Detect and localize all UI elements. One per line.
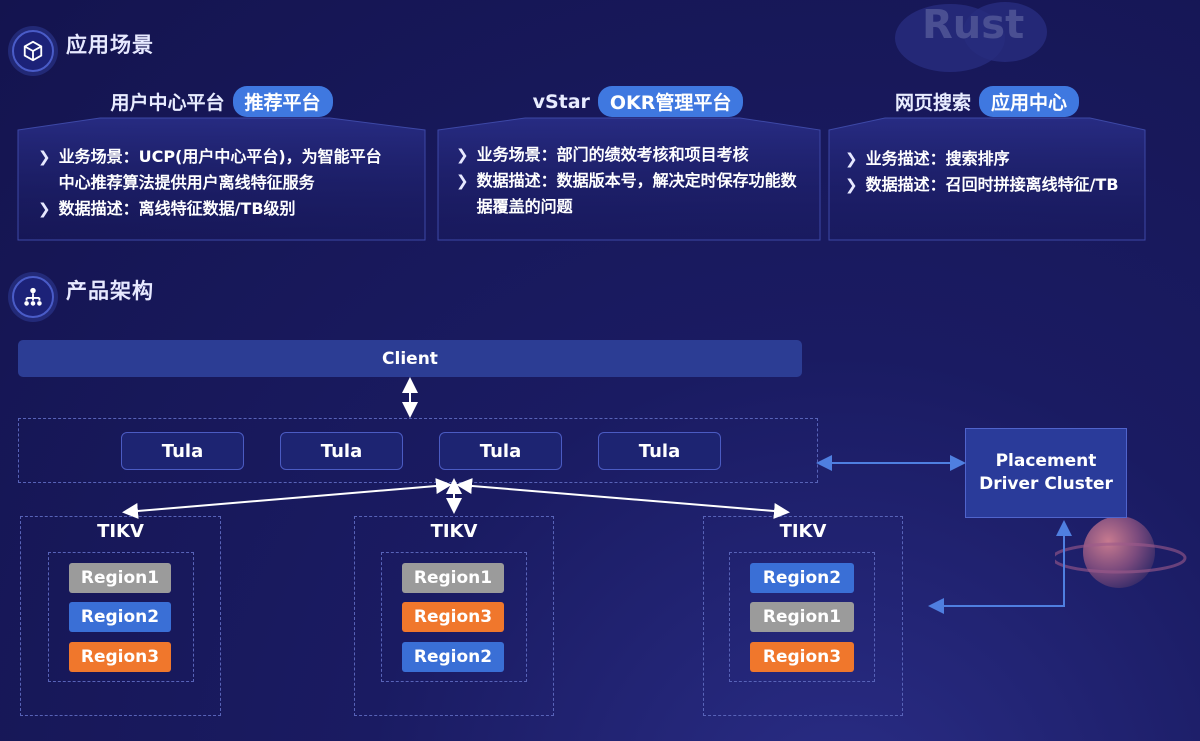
architecture-title: 产品架构 bbox=[66, 279, 154, 303]
card-3-bullet-2: ❯数据描述：召回时拼接离线特征/TB bbox=[845, 172, 1130, 198]
card-2-header: vStar OKR管理平台 bbox=[438, 86, 838, 117]
card-2-bullet-1: ❯业务场景：部门的绩效考核和项目考核 bbox=[456, 142, 801, 168]
card-1-pill: 推荐平台 bbox=[232, 86, 333, 117]
tula-node-4: Tula bbox=[598, 432, 721, 470]
chevron-right-icon: ❯ bbox=[845, 150, 858, 168]
chevron-right-icon: ❯ bbox=[456, 146, 469, 164]
tikv-1-title: TIKV bbox=[97, 521, 144, 542]
hierarchy-icon bbox=[24, 287, 42, 306]
card-3-title: 网页搜索 bbox=[894, 92, 971, 114]
cube-icon bbox=[23, 40, 43, 62]
tula-node-3: Tula bbox=[439, 432, 562, 470]
card-1-bullet-2: ❯数据描述：离线特征数据/TB级别 bbox=[38, 196, 388, 222]
chevron-right-icon: ❯ bbox=[38, 148, 51, 166]
tikv-3-region-3: Region3 bbox=[750, 642, 854, 672]
architecture-section-icon bbox=[12, 276, 54, 318]
planet-decoration bbox=[1051, 510, 1195, 600]
tikv-2-region-group bbox=[381, 552, 527, 682]
tula-tikv1-arrow bbox=[122, 478, 452, 519]
card-1-body: ❯业务场景：UCP(用户中心平台)，为智能平台中心推荐算法提供用户离线特征服务 … bbox=[38, 144, 388, 222]
card-1-title: 用户中心平台 bbox=[110, 92, 225, 114]
card-2-pill: OKR管理平台 bbox=[597, 86, 744, 117]
tula-tikv3-arrow bbox=[456, 478, 790, 519]
tikv-1-region-3: Region3 bbox=[69, 642, 171, 672]
cards-frame bbox=[17, 117, 1146, 241]
cloud-icon bbox=[895, 2, 1047, 72]
tikv-box-2 bbox=[354, 516, 554, 716]
chevron-right-icon: ❯ bbox=[456, 172, 469, 190]
planet-icon bbox=[1051, 516, 1187, 588]
placement-driver-box: Placement Driver Cluster bbox=[965, 428, 1127, 518]
tikv-2-region-1: Region1 bbox=[402, 563, 504, 593]
scenarios-title: 应用场景 bbox=[66, 33, 154, 57]
tula-node-1: Tula bbox=[121, 432, 244, 470]
tikv-2-region-3: Region2 bbox=[402, 642, 504, 672]
chevron-right-icon: ❯ bbox=[38, 200, 51, 218]
card-3-body: ❯业务描述：搜索排序 ❯数据描述：召回时拼接离线特征/TB bbox=[845, 146, 1130, 198]
tikv-1-region-group bbox=[48, 552, 194, 682]
card-2-body: ❯业务场景：部门的绩效考核和项目考核 ❯数据描述：数据版本号，解决定时保存功能数… bbox=[456, 142, 801, 220]
tikv-box-3 bbox=[703, 516, 903, 716]
tikv-1-region-1: Region1 bbox=[69, 563, 171, 593]
tikv-1-region-2: Region2 bbox=[69, 602, 171, 632]
tikv-3-region-group bbox=[729, 552, 875, 682]
card-1-header: 用户中心平台 推荐平台 bbox=[18, 86, 425, 117]
card-3-bullet-1: ❯业务描述：搜索排序 bbox=[845, 146, 1130, 172]
pd-tikv3-arrow bbox=[928, 520, 1072, 614]
tikv-2-title: TIKV bbox=[430, 521, 478, 542]
chevron-right-icon: ❯ bbox=[845, 176, 858, 194]
tikv-2-region-2: Region3 bbox=[402, 602, 504, 632]
scenarios-section-icon bbox=[12, 30, 54, 72]
card-2-title: vStar bbox=[532, 90, 590, 113]
pd-label-line1: Placement bbox=[995, 451, 1097, 471]
card-3-pill: 应用中心 bbox=[979, 86, 1080, 117]
card-1-bullet-1: ❯业务场景：UCP(用户中心平台)，为智能平台中心推荐算法提供用户离线特征服务 bbox=[38, 144, 388, 196]
rust-watermark: Rust bbox=[922, 2, 1025, 48]
card-2-bullet-2: ❯数据描述：数据版本号，解决定时保存功能数据覆盖的问题 bbox=[456, 168, 801, 220]
tikv-box-1 bbox=[20, 516, 221, 716]
tula-node-2: Tula bbox=[280, 432, 403, 470]
tikv-3-region-2: Region1 bbox=[750, 602, 854, 632]
tikv-3-region-1: Region2 bbox=[750, 563, 854, 593]
card-3-header: 网页搜索 应用中心 bbox=[829, 86, 1145, 117]
pd-label-line2: Driver Cluster bbox=[979, 474, 1113, 494]
client-bar: Client bbox=[18, 340, 802, 377]
tikv-3-title: TIKV bbox=[779, 521, 827, 542]
rust-cloud-decoration: Rust bbox=[890, 0, 1050, 78]
